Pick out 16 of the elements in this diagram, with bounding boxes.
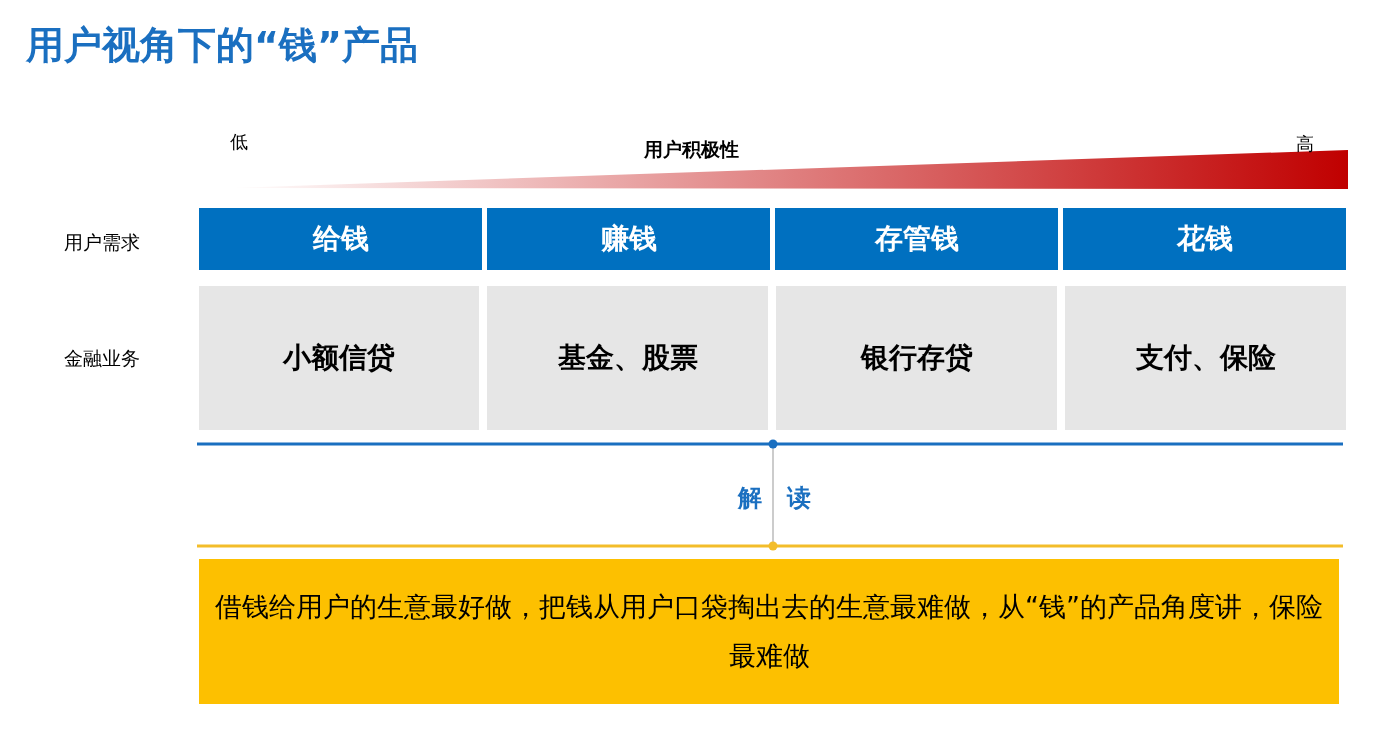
axis-label: 高 (1296, 132, 1314, 156)
category-header: 给钱 (199, 208, 482, 270)
section-label: 解 读 (738, 483, 812, 514)
conclusion-box: 借钱给用户的生意最好做，把钱从用户口袋掏出去的生意最难做，从“钱”的产品角度讲，保险最难做 (199, 559, 1339, 704)
business-card: 基金、股票 (487, 286, 768, 430)
row-label: 用户需求 (64, 230, 140, 255)
category-header: 存管钱 (775, 208, 1058, 270)
business-card: 银行存贷 (776, 286, 1057, 430)
page-title: 用户视角下的“钱”产品 (26, 22, 418, 69)
business-card: 小额信贷 (199, 286, 479, 430)
category-header: 花钱 (1063, 208, 1346, 270)
axis-label: 低 (230, 130, 248, 154)
row-label: 金融业务 (64, 346, 140, 371)
category-header: 赚钱 (487, 208, 770, 270)
business-card: 支付、保险 (1065, 286, 1346, 430)
axis-title: 用户积极性 (644, 137, 739, 162)
